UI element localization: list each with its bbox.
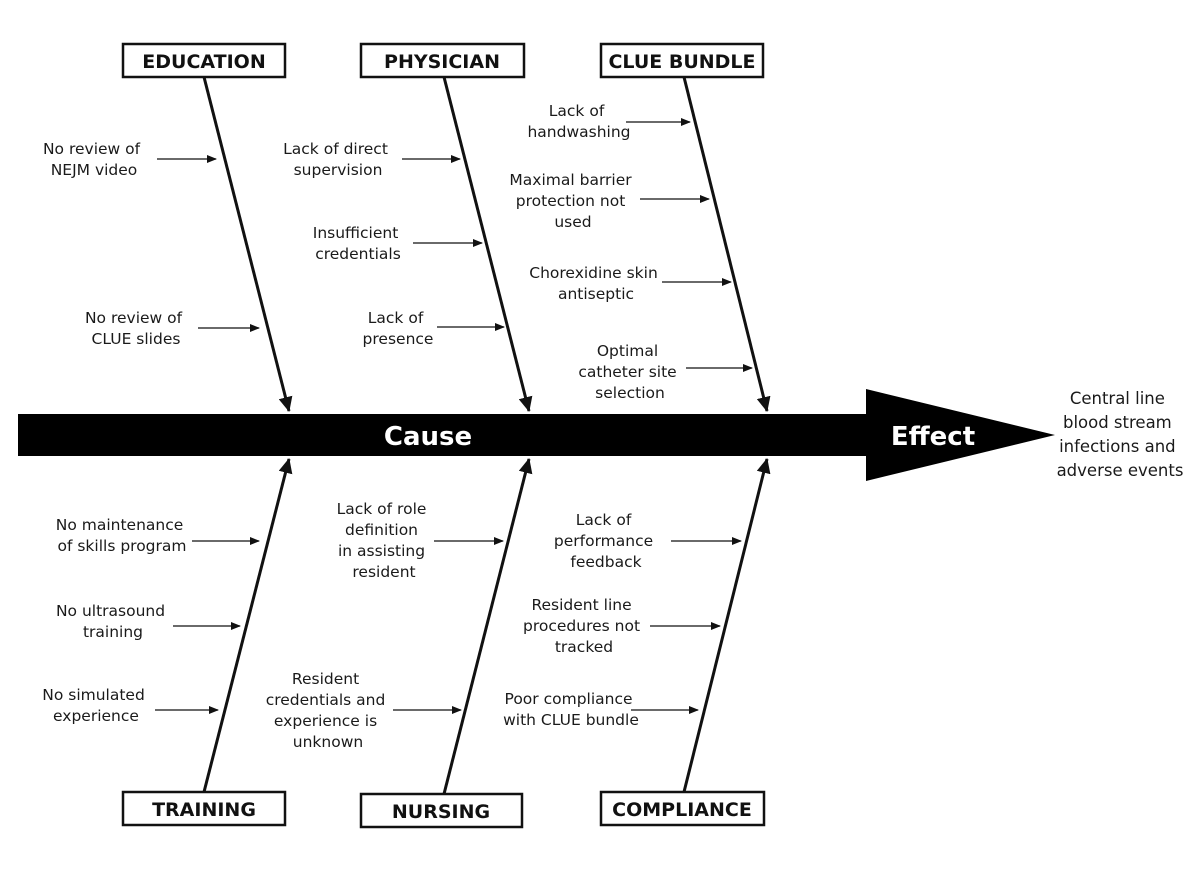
cause-education-1: No review of NEJM video — [43, 140, 145, 179]
compliance-label: COMPLIANCE — [612, 799, 752, 821]
spine: Cause Effect — [18, 389, 1055, 481]
compliance-bone — [682, 458, 771, 793]
training-box — [121, 790, 287, 827]
education-box — [121, 42, 287, 79]
cause-clue-bundle-2: Maximal barrier protection not used — [509, 171, 636, 231]
spine-arrowhead — [866, 389, 1055, 481]
branch-physician: PHYSICIAN Lack of direct supervision Ins… — [283, 42, 533, 412]
cause-compliance-3: Poor compliance with CLUE bundle — [503, 690, 639, 729]
cause-clue-bundle-4: Optimal catheter site selection — [578, 342, 681, 402]
education-label: EDUCATION — [142, 51, 265, 73]
cause-physician-1: Lack of direct supervision — [283, 140, 393, 179]
cause-compliance-2: Resident line procedures not tracked — [523, 596, 645, 656]
cause-training-2: No ultrasound training — [56, 602, 170, 641]
cause-physician-2: Insufficient credentials — [313, 224, 403, 263]
education-bone — [202, 76, 293, 412]
cause-clue-bundle-1: Lack of handwashing — [527, 102, 630, 141]
cause-training-1: No maintenance of skills program — [56, 516, 189, 555]
branch-nursing: NURSING Lack of role definition in assis… — [266, 458, 533, 829]
cause-compliance-1: Lack of performance feedback — [554, 511, 658, 571]
cause-label: Cause — [384, 422, 472, 452]
branch-education: EDUCATION No review of NEJM video No rev… — [43, 42, 293, 412]
clue-bundle-box — [599, 42, 765, 79]
effect-description: Central line blood stream infections and… — [1057, 389, 1184, 480]
physician-box — [359, 42, 526, 79]
cause-training-3: No simulated experience — [42, 686, 150, 725]
cause-physician-3: Lack of presence — [363, 309, 434, 348]
branch-clue-bundle: CLUE BUNDLE Lack of handwashing Maximal … — [509, 42, 771, 412]
cause-clue-bundle-3: Chorexidine skin antiseptic — [529, 264, 662, 303]
training-bone — [202, 458, 293, 793]
training-label: TRAINING — [152, 799, 256, 821]
nursing-box — [359, 792, 524, 829]
spine-bar — [18, 414, 868, 456]
cause-nursing-2: Resident credentials and experience is u… — [266, 670, 391, 751]
physician-label: PHYSICIAN — [384, 51, 500, 73]
cause-education-2: No review of CLUE slides — [85, 309, 187, 348]
nursing-bone — [442, 458, 533, 795]
branch-compliance: COMPLIANCE Lack of performance feedback … — [503, 458, 771, 827]
effect-label: Effect — [891, 422, 975, 452]
clue-bundle-bone — [682, 76, 771, 412]
nursing-label: NURSING — [392, 801, 490, 823]
physician-bone — [442, 76, 533, 412]
clue-bundle-label: CLUE BUNDLE — [608, 51, 755, 73]
compliance-box — [599, 790, 766, 827]
cause-nursing-1: Lack of role definition in assisting res… — [337, 500, 432, 581]
branch-training: TRAINING No maintenance of skills progra… — [42, 458, 293, 827]
